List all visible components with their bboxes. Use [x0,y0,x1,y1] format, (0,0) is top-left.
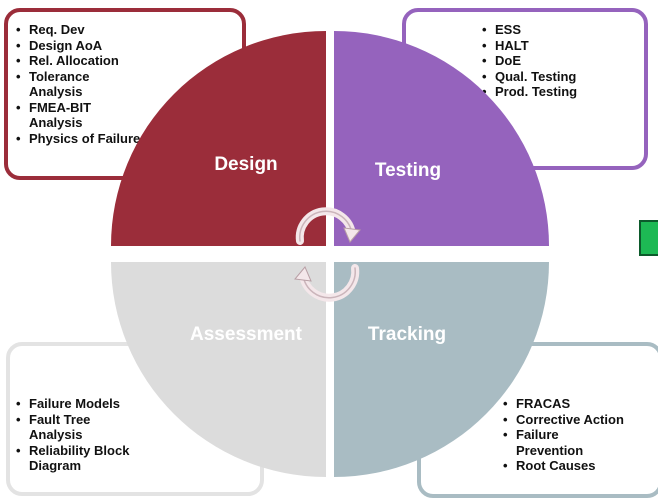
testing-quadrant [334,31,549,246]
design-activities-list: Req. Dev Design AoA Rel. Allocation Tole… [16,22,140,146]
tracking-item: FRACAS [503,396,624,412]
design-quadrant [111,31,326,246]
assessment-quadrant [111,262,326,477]
design-item: Design AoA [16,38,140,54]
design-item: FMEA-BIT Analysis [16,100,124,131]
testing-activities-list: ESS HALT DoE Qual. Testing Prod. Testing [482,22,577,100]
design-item: Rel. Allocation [16,53,140,69]
testing-item: DoE [482,53,577,69]
assessment-activities-list: Failure Models Fault Tree Analysis Relia… [16,396,186,474]
testing-item: HALT [482,38,577,54]
testing-item: Prod. Testing [482,84,577,100]
quadrant-label-tracking: Tracking [368,324,446,345]
design-item: Req. Dev [16,22,140,38]
design-item: Physics of Failure [16,131,140,147]
assessment-item: Failure Models [16,396,186,412]
tracking-item: Root Causes [503,458,624,474]
testing-item: ESS [482,22,577,38]
tracking-activities-list: FRACAS Corrective Action Failure Prevent… [503,396,624,474]
quadrant-label-design: Design [214,154,277,175]
assessment-item: Fault Tree Analysis [16,412,119,443]
tracking-item: Failure Prevention [503,427,596,458]
tracking-item: Corrective Action [503,412,624,428]
quadrant-label-testing: Testing [375,160,441,181]
quadrant-label-assessment: Assessment [190,324,303,345]
assessment-item: Reliability Block Diagram [16,443,179,474]
design-item: Tolerance Analysis [16,69,124,100]
tracking-quadrant [334,262,549,477]
testing-item: Qual. Testing [482,69,577,85]
circular-arrows-icon [294,207,361,302]
accent-tab [639,220,658,256]
